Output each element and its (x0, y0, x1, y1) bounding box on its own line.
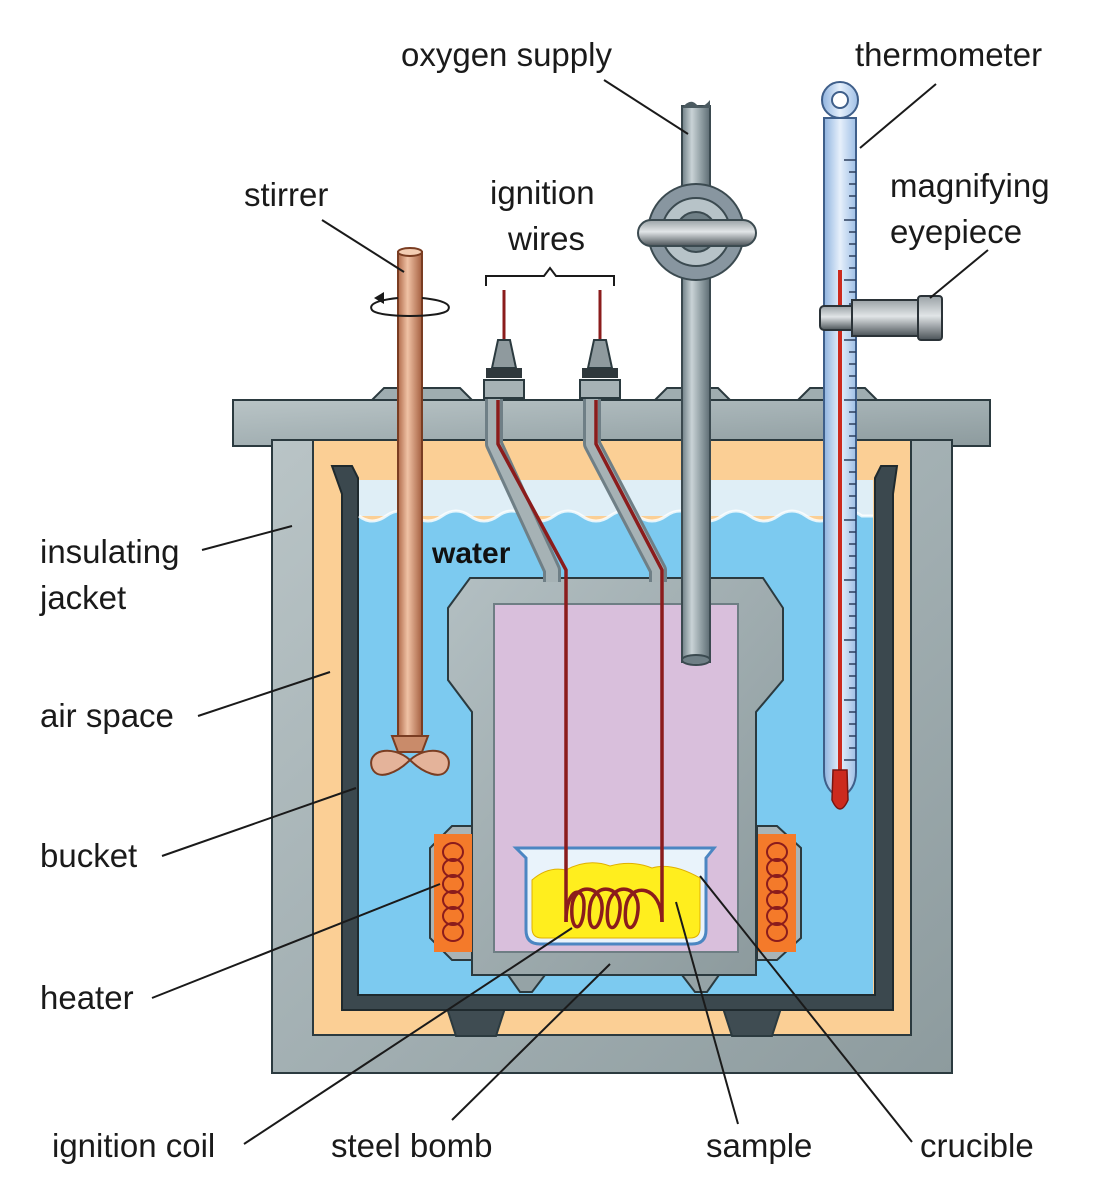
leader-insulating-jacket (201, 525, 293, 551)
ignition-terminal-right (579, 339, 621, 399)
label-crucible: crucible (920, 1127, 1034, 1164)
heater-right (756, 825, 802, 961)
leader-oxygen-supply (603, 79, 689, 135)
label-thermometer: thermometer (855, 36, 1042, 73)
label-ignition-wires-2: wires (507, 220, 585, 257)
leader-heater (151, 883, 441, 999)
label-ignition-wires-1: ignition (490, 174, 595, 211)
rotation-arrow-icon (370, 292, 450, 317)
label-sample: sample (706, 1127, 812, 1164)
heater-left (429, 825, 473, 961)
label-stirrer: stirrer (244, 176, 328, 213)
label-ignition-coil: ignition coil (52, 1127, 215, 1164)
leader-lines (151, 79, 989, 1145)
label-magnifying-eyepiece-2: eyepiece (890, 213, 1022, 250)
ignition-coil (564, 887, 664, 930)
leader-sample (675, 901, 739, 1125)
leader-ignition-wires (485, 266, 615, 286)
leader-ignition-coil (243, 927, 573, 1145)
leader-thermometer (859, 83, 937, 149)
oxygen-valve[interactable] (637, 183, 757, 281)
label-insulating-jacket-1: insulating (40, 533, 179, 570)
label-insulating-jacket-2: jacket (39, 579, 126, 616)
stirrer[interactable] (370, 247, 450, 776)
leader-crucible (699, 875, 913, 1143)
leader-magnifying-eyepiece (929, 249, 989, 299)
label-oxygen-supply: oxygen supply (401, 36, 612, 73)
label-water: water (431, 537, 511, 570)
label-bucket: bucket (40, 837, 137, 874)
thermometer (821, 81, 859, 810)
ignition-wire-right (583, 290, 667, 922)
label-magnifying-eyepiece-1: magnifying (890, 167, 1050, 204)
magnifying-eyepiece[interactable] (819, 295, 943, 341)
labels: oxygen supply thermometer stirrer igniti… (39, 36, 1050, 1164)
ignition-terminal-left (483, 339, 525, 399)
label-air-space: air space (40, 697, 174, 734)
stirrer-blade-left (370, 749, 412, 776)
stirrer-blade-right (408, 749, 450, 776)
leader-steel-bomb (451, 963, 611, 1121)
leader-air-space (197, 671, 331, 717)
label-heater: heater (40, 979, 134, 1016)
ignition-wire-left (485, 290, 568, 922)
leader-bucket (161, 787, 357, 857)
leader-stirrer (321, 219, 405, 273)
label-steel-bomb: steel bomb (331, 1127, 492, 1164)
